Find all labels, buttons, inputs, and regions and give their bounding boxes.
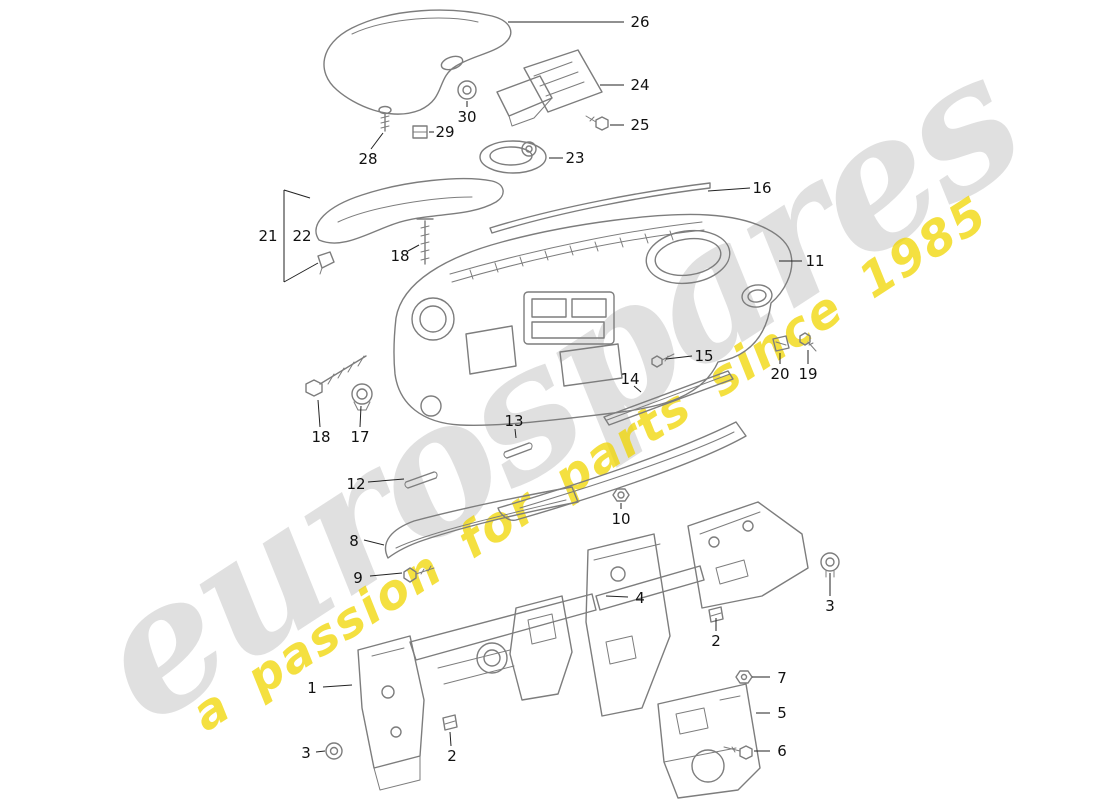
leader-line-8-21 bbox=[363, 539, 385, 546]
callout-21-8[interactable]: 21 bbox=[258, 227, 277, 245]
part-17-grommet bbox=[351, 383, 373, 411]
part-3-nut-left bbox=[325, 742, 343, 760]
callout-2-25[interactable]: 2 bbox=[711, 632, 721, 650]
callout-3-31[interactable]: 3 bbox=[301, 744, 311, 762]
part-16-trim-strip bbox=[489, 182, 711, 234]
leader-line-18-10 bbox=[407, 244, 420, 252]
leader-line-13-16 bbox=[514, 428, 517, 439]
part-7-nut bbox=[735, 670, 753, 684]
leader-line-18-17 bbox=[317, 399, 321, 428]
leader-line-16-7 bbox=[707, 187, 751, 192]
callout-1-26[interactable]: 1 bbox=[307, 679, 317, 697]
callout-2-30[interactable]: 2 bbox=[447, 747, 457, 765]
part-15-screw bbox=[651, 353, 675, 368]
leader-line-28-5 bbox=[370, 132, 384, 150]
callout-9-22[interactable]: 9 bbox=[353, 569, 363, 587]
callout-15-12[interactable]: 15 bbox=[694, 347, 713, 365]
callout-17-18[interactable]: 17 bbox=[350, 428, 369, 446]
callout-24-1[interactable]: 24 bbox=[630, 76, 649, 94]
callout-29-4[interactable]: 29 bbox=[435, 123, 454, 141]
part-2-clip-mid bbox=[708, 606, 724, 623]
leader-line-17-18 bbox=[359, 405, 362, 428]
part-21-cover bbox=[315, 177, 504, 244]
callout-18-17[interactable]: 18 bbox=[311, 428, 330, 446]
callout-20-13[interactable]: 20 bbox=[770, 365, 789, 383]
callout-3-23[interactable]: 3 bbox=[825, 597, 835, 615]
leader-line-1-26 bbox=[322, 684, 353, 688]
part-18-screw-top bbox=[416, 218, 434, 265]
part-22-clip bbox=[317, 251, 335, 275]
callout-19-14[interactable]: 19 bbox=[798, 365, 817, 383]
callout-13-16[interactable]: 13 bbox=[504, 412, 523, 430]
part-26-upper-cover-pad bbox=[323, 9, 512, 115]
leader-line-12-19 bbox=[367, 478, 405, 483]
part-right-support-bracket bbox=[687, 501, 809, 609]
leader-line-4-24 bbox=[605, 595, 629, 598]
callout-25-2[interactable]: 25 bbox=[630, 116, 649, 134]
callout-4-24[interactable]: 4 bbox=[635, 589, 645, 607]
leader-line-9-22 bbox=[369, 572, 403, 577]
leader-line-15-12 bbox=[665, 355, 693, 360]
leader-line-2-30 bbox=[449, 731, 452, 747]
callout-16-7[interactable]: 16 bbox=[752, 179, 771, 197]
callout-12-19[interactable]: 12 bbox=[346, 475, 365, 493]
callout-23-6[interactable]: 23 bbox=[565, 149, 584, 167]
callout-8-21[interactable]: 8 bbox=[349, 532, 359, 550]
part-8-lower-trim-panel bbox=[384, 486, 579, 559]
callout-22-9[interactable]: 22 bbox=[292, 227, 311, 245]
part-20-clip-nut bbox=[772, 335, 790, 352]
callout-14-15[interactable]: 14 bbox=[620, 370, 639, 388]
bracket-21-22 bbox=[283, 189, 319, 283]
part-9-screw bbox=[403, 565, 435, 583]
part-25-screw bbox=[585, 115, 609, 131]
part-14-trim-strip bbox=[603, 370, 734, 426]
part-24-speaker-unit bbox=[496, 49, 603, 127]
part-19-screw bbox=[799, 332, 817, 352]
part-2-clip-bottom bbox=[442, 714, 458, 731]
leader-line-3-31 bbox=[315, 750, 326, 753]
part-28-screw bbox=[378, 105, 392, 132]
part-5-console-bracket bbox=[657, 683, 761, 799]
callout-28-5[interactable]: 28 bbox=[358, 150, 377, 168]
part-10-nut bbox=[612, 488, 630, 502]
callout-5-28[interactable]: 5 bbox=[777, 704, 787, 722]
part-23-trim-ring bbox=[479, 140, 547, 174]
part-upper-knee-pad bbox=[497, 421, 747, 522]
callout-7-27[interactable]: 7 bbox=[777, 669, 787, 687]
part-11-dashboard-panel bbox=[393, 213, 793, 426]
callout-30-3[interactable]: 30 bbox=[457, 108, 476, 126]
part-3-grommet-right bbox=[820, 552, 840, 578]
part-30-washer bbox=[457, 80, 477, 100]
callout-18-10[interactable]: 18 bbox=[390, 247, 409, 265]
part-29-clip bbox=[412, 125, 428, 139]
part-6-screw bbox=[723, 745, 753, 760]
callout-11-11[interactable]: 11 bbox=[805, 252, 824, 270]
part-18-bolt-left bbox=[305, 355, 367, 397]
part-13-pin bbox=[503, 442, 533, 459]
callout-6-29[interactable]: 6 bbox=[777, 742, 787, 760]
callout-26-0[interactable]: 26 bbox=[630, 13, 649, 31]
callout-10-20[interactable]: 10 bbox=[611, 510, 630, 528]
leader-line-14-15 bbox=[633, 385, 642, 393]
part-1-support-frame bbox=[357, 533, 705, 791]
part-12-pin bbox=[404, 471, 438, 489]
